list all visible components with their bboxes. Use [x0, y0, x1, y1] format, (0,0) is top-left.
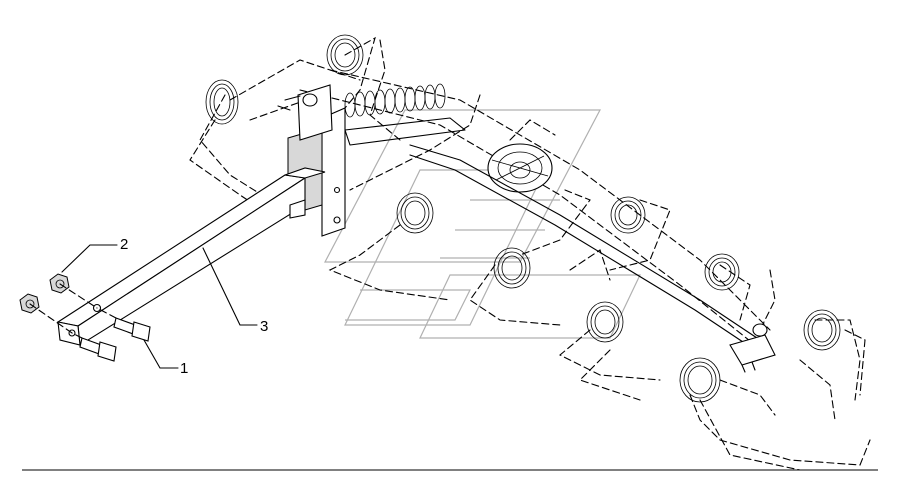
spring — [344, 83, 446, 118]
callout-label-3: 3 — [260, 318, 268, 335]
bolt-part-1 — [79, 317, 151, 362]
callout-label-1: 1 — [180, 360, 188, 377]
frame-rail — [344, 117, 761, 349]
rail-end-bracket — [729, 323, 776, 373]
nut-part-2 — [19, 273, 70, 314]
arm-tube-part-3 — [56, 167, 326, 346]
tedder-rotor-ghost — [189, 36, 871, 471]
leader-lines — [61, 244, 258, 369]
assembly-guide-lines — [29, 283, 117, 339]
callout-label-2: 2 — [120, 236, 128, 253]
tine-coils — [205, 34, 841, 403]
rotor-hub — [487, 143, 553, 193]
watermark-logo — [324, 109, 641, 339]
